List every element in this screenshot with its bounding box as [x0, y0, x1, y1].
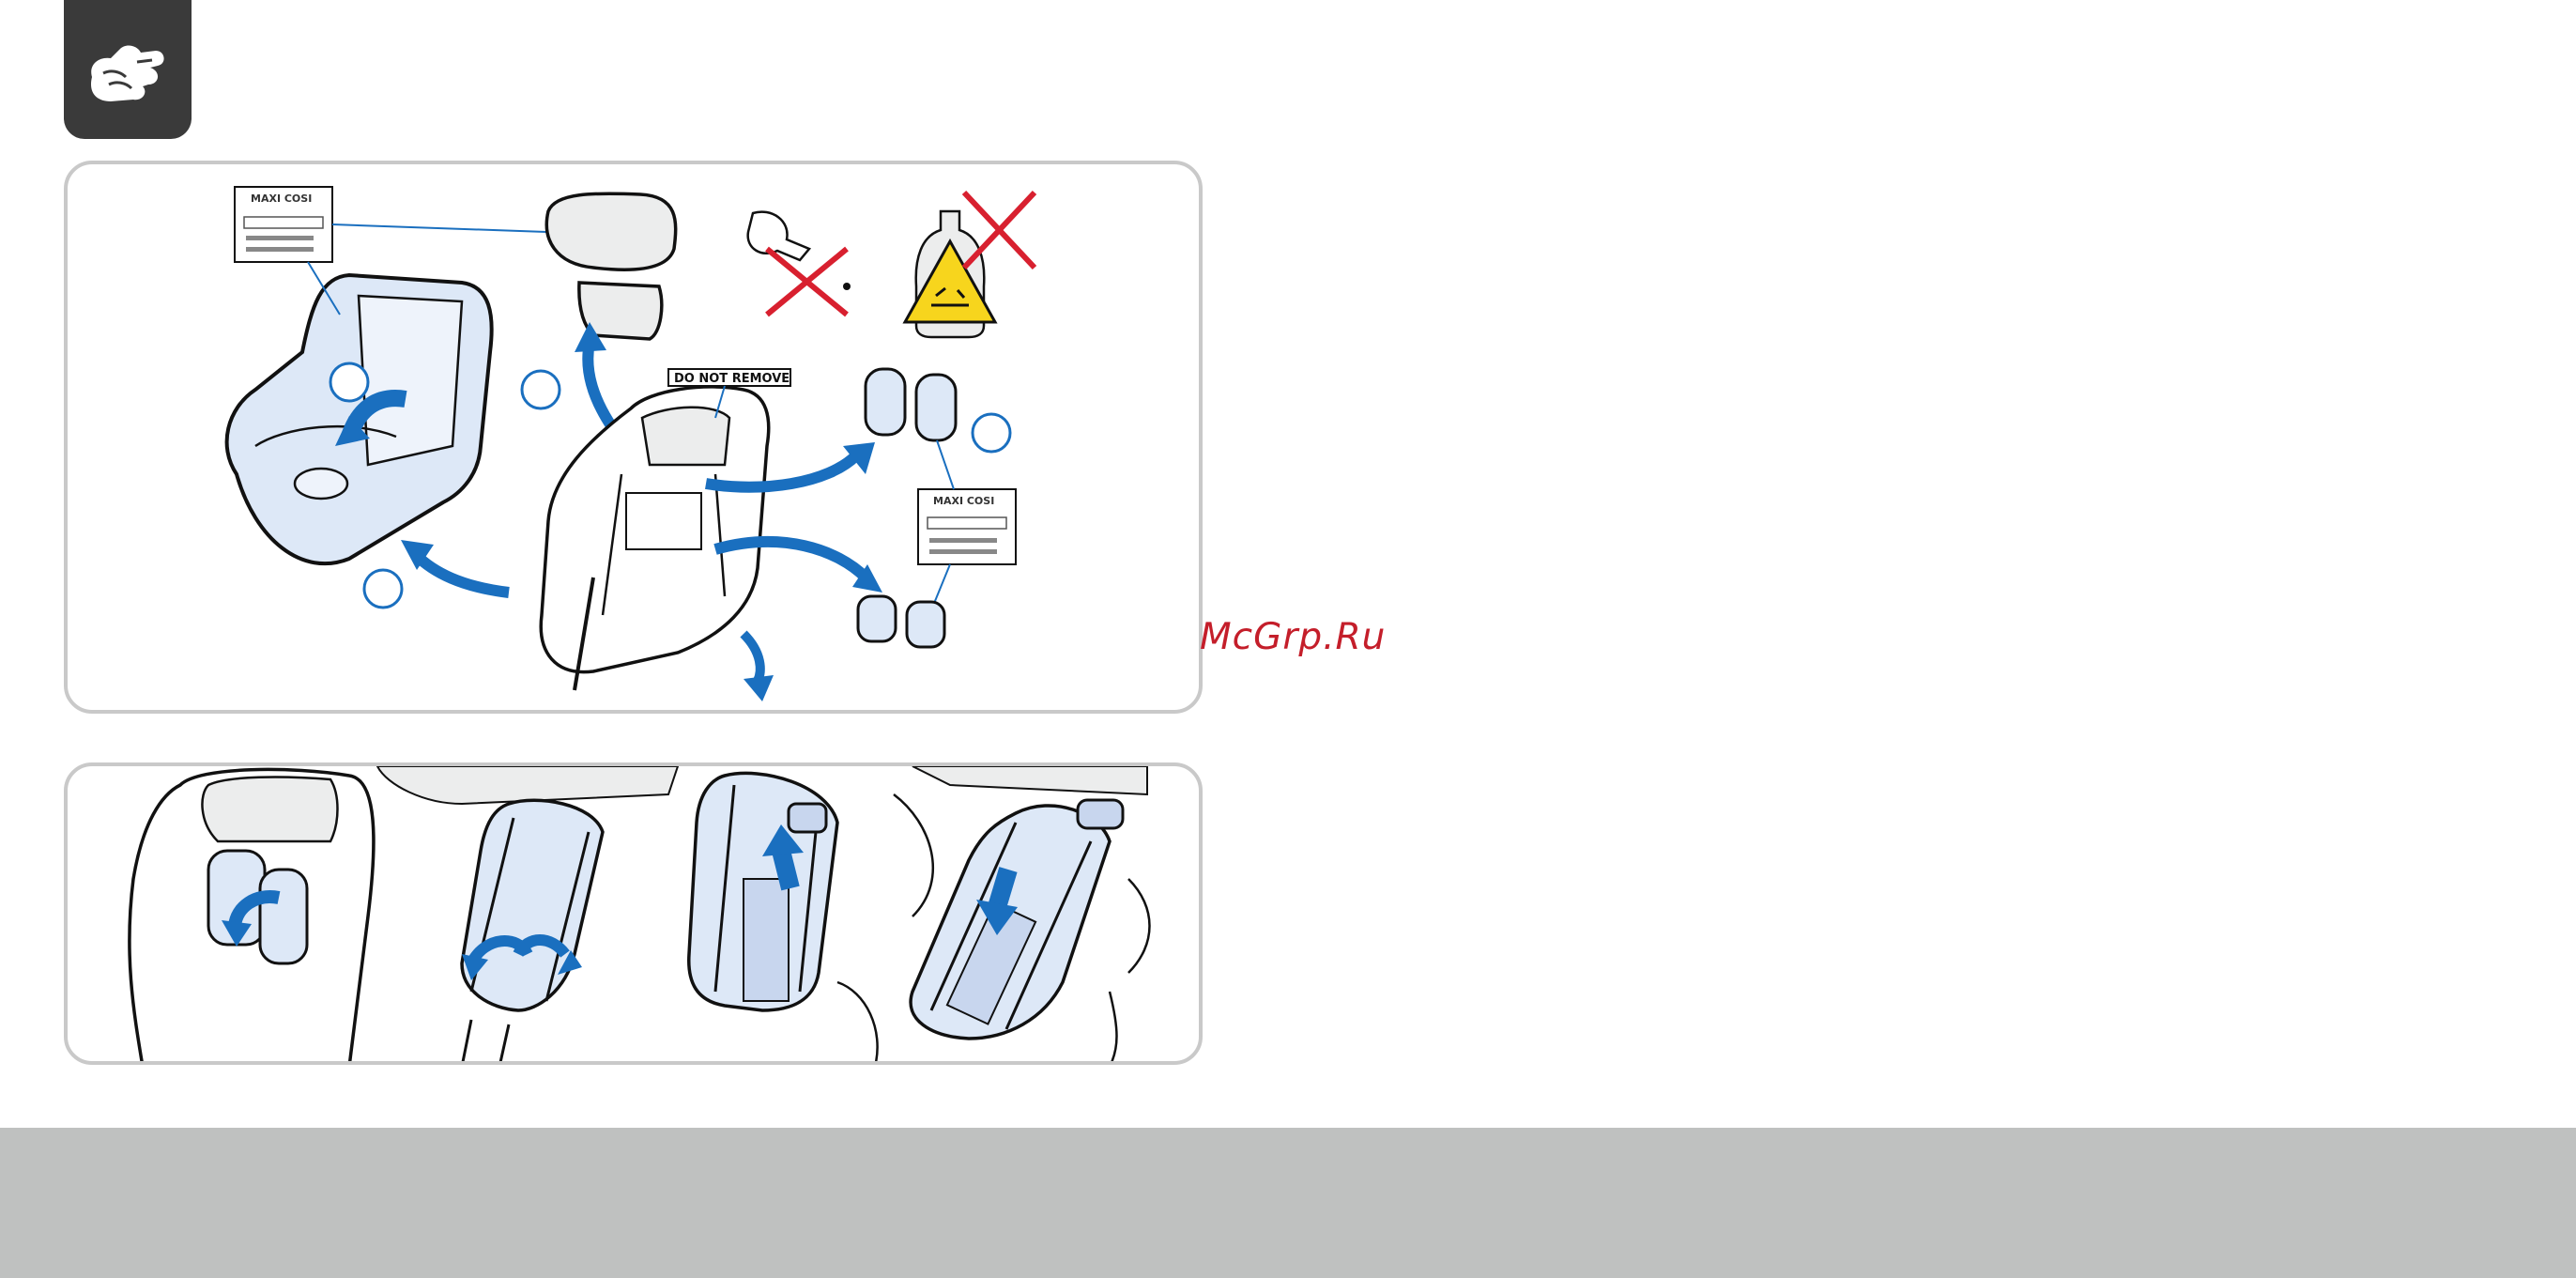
headrest-illustration [546, 193, 675, 339]
no-chemicals-icon [905, 192, 1035, 337]
step-marker [364, 570, 402, 608]
buckle-pads-illustration [858, 596, 944, 647]
cover-removal-steps-panel [64, 762, 1203, 1065]
step-crotch-pad [911, 800, 1149, 1061]
brand-label: MAXI COSI [933, 495, 994, 507]
seat-shell-illustration [541, 387, 768, 690]
hand-wash-icon [83, 36, 173, 111]
section-tab [64, 0, 192, 139]
cover-removal-overview-panel: MAXI COSI DO NOT REMOVE [64, 161, 1203, 714]
overview-illustration: MAXI COSI DO NOT REMOVE [68, 164, 1199, 710]
brand-label: MAXI COSI [251, 192, 312, 205]
step-marker [330, 363, 368, 401]
step-marker [973, 414, 1010, 452]
step-marker [522, 371, 560, 408]
steps-illustration [68, 766, 1199, 1061]
care-label: MAXI COSI [235, 187, 332, 262]
no-tumble-dry-icon [748, 212, 851, 315]
watermark: McGrp.Ru [1200, 616, 1386, 658]
shoulder-pads-illustration [866, 369, 956, 440]
step-shoulder-pad-cover [462, 800, 603, 1061]
page-footer-band [0, 1128, 2576, 1278]
step-headrest-cover [130, 769, 374, 1061]
do-not-remove-label: DO NOT REMOVE [674, 372, 790, 386]
step-buckle-strap [689, 773, 933, 1061]
care-label: MAXI COSI [918, 489, 1016, 564]
